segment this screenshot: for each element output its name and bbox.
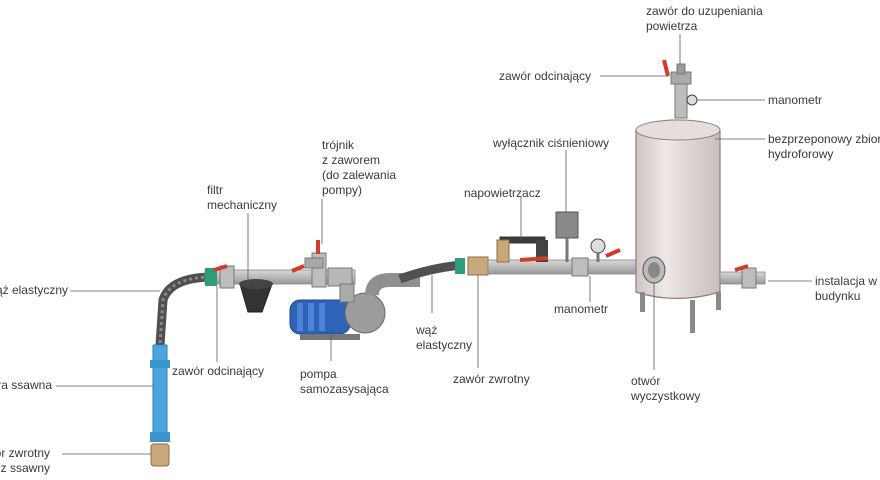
label-pressure-gauge-low: manometr [554, 302, 609, 316]
label-foot-check-valve: zawór zwrotny z ssawny [0, 446, 50, 475]
label-tee-valve: trójnik z zaworem (do zalewania pompy) [322, 138, 397, 197]
check-valve [467, 256, 489, 276]
label-flexible-hose-mid: wąż elastyczny [416, 323, 473, 352]
pressure-gauge-low [590, 238, 606, 254]
foot-check-valve [150, 443, 170, 467]
label-filter: filtr mechaniczny [207, 183, 278, 212]
pump [289, 283, 386, 340]
middle-hose [398, 260, 463, 284]
label-suction-pipe: rura ssawna [0, 378, 52, 392]
label-pressure-switch: wyłącznik ciśnieniowy [493, 136, 610, 150]
label-building-installation: instalacja w budynku [815, 274, 878, 303]
outlet-valve [741, 267, 757, 289]
leader-lines [56, 34, 812, 455]
suction-pipe [152, 344, 168, 441]
label-pump: pompa samozasysająca [300, 367, 389, 396]
label-aerator: napowietrzacz [464, 186, 541, 200]
label-air-refill-valve: zawór do uzupeniania powietrza [646, 4, 763, 33]
label-check-valve: zawór zwrotny [453, 372, 530, 386]
label-flexible-hose-left: wąż elastyczny [0, 283, 68, 297]
label-shutoff-valve-low: zawór odcinający [172, 364, 265, 378]
label-cleanout-opening: otwór wyczystkowy [631, 374, 701, 403]
label-pressure-gauge-top: manometr [768, 93, 823, 107]
label-shutoff-valve-top: zawór odcinający [499, 69, 592, 83]
pressure-switch [555, 211, 579, 239]
hydrophore-tank [635, 119, 721, 333]
suction-hose [155, 272, 211, 346]
pressure-gauge-top [686, 94, 698, 106]
label-tank: bezprzeponowy zbiornik hydroforowy [768, 132, 880, 161]
